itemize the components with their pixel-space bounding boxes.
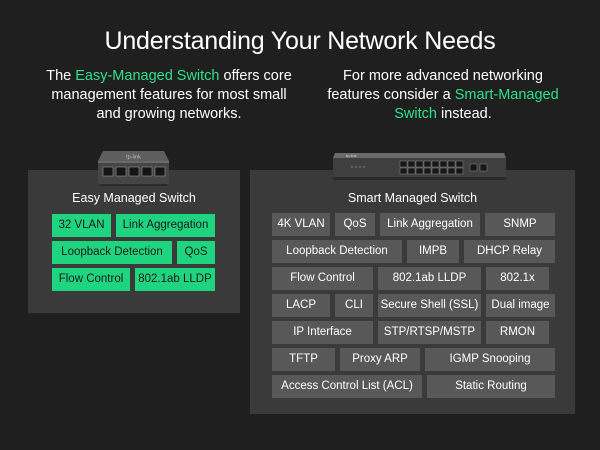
feature-chip: SNMP <box>485 213 555 236</box>
feature-chip: QoS <box>177 241 215 264</box>
feature-chip: STP/RTSP/MSTP <box>378 321 481 344</box>
intro-text: The <box>46 68 76 84</box>
feature-chip: DHCP Relay <box>464 240 555 263</box>
feature-chip: TFTP <box>272 348 335 371</box>
feature-chip: 802.1x <box>486 267 549 290</box>
feature-chip: Flow Control <box>52 268 130 291</box>
feature-chip: 802.1ab LLDP <box>378 267 481 290</box>
easy-switch-panel: Easy Managed Switch 32 VLAN Link Aggrega… <box>28 170 240 313</box>
smart-switch-panel: Smart Managed Switch 4K VLAN QoS Link Ag… <box>250 170 575 414</box>
feature-chip: Dual image <box>486 294 555 317</box>
intro-text: offers core management features for most… <box>51 68 292 122</box>
feature-chip: 32 VLAN <box>52 214 111 237</box>
feature-chip: QoS <box>335 213 375 236</box>
feature-chip: Static Routing <box>427 375 555 398</box>
feature-chip: 4K VLAN <box>272 213 330 236</box>
feature-chip: IMPB <box>407 240 459 263</box>
smart-switch-highlight: Smart-Managed Switch <box>394 87 559 122</box>
feature-chip: IGMP Snooping <box>425 348 555 371</box>
smart-switch-intro: For more advanced networking features co… <box>318 67 568 124</box>
device-logo: tp-link <box>126 155 141 161</box>
feature-chip: CLI <box>335 294 373 317</box>
feature-chip: Proxy ARP <box>340 348 420 371</box>
feature-chip: Link Aggregation <box>380 213 480 236</box>
feature-chip: Flow Control <box>272 267 373 290</box>
smart-switch-device-image: tp-link <box>333 153 506 180</box>
easy-switch-intro: The Easy-Managed Switch offers core mana… <box>38 67 300 124</box>
intro-text: For more advanced networking features co… <box>327 68 543 103</box>
device-logo: tp-link <box>346 153 357 158</box>
feature-chip: RMON <box>486 321 549 344</box>
feature-chip: 802.1ab LLDP <box>135 268 215 291</box>
feature-chip: Loopback Detection <box>272 240 402 263</box>
feature-chip: Link Aggregation <box>116 214 215 237</box>
feature-chip: IP Interface <box>272 321 373 344</box>
page-title: Understanding Your Network Needs <box>104 27 496 55</box>
easy-switch-title: Easy Managed Switch <box>72 191 196 205</box>
intro-text: instead. <box>436 106 492 122</box>
feature-chip: Secure Shell (SSL) <box>378 294 481 317</box>
feature-chip: LACP <box>272 294 330 317</box>
feature-chip: Loopback Detection <box>52 241 172 264</box>
easy-switch-highlight: Easy-Managed Switch <box>75 68 220 84</box>
feature-chip: Access Control List (ACL) <box>272 375 422 398</box>
smart-switch-title: Smart Managed Switch <box>347 191 478 205</box>
easy-switch-device-image: tp-link <box>98 151 169 186</box>
